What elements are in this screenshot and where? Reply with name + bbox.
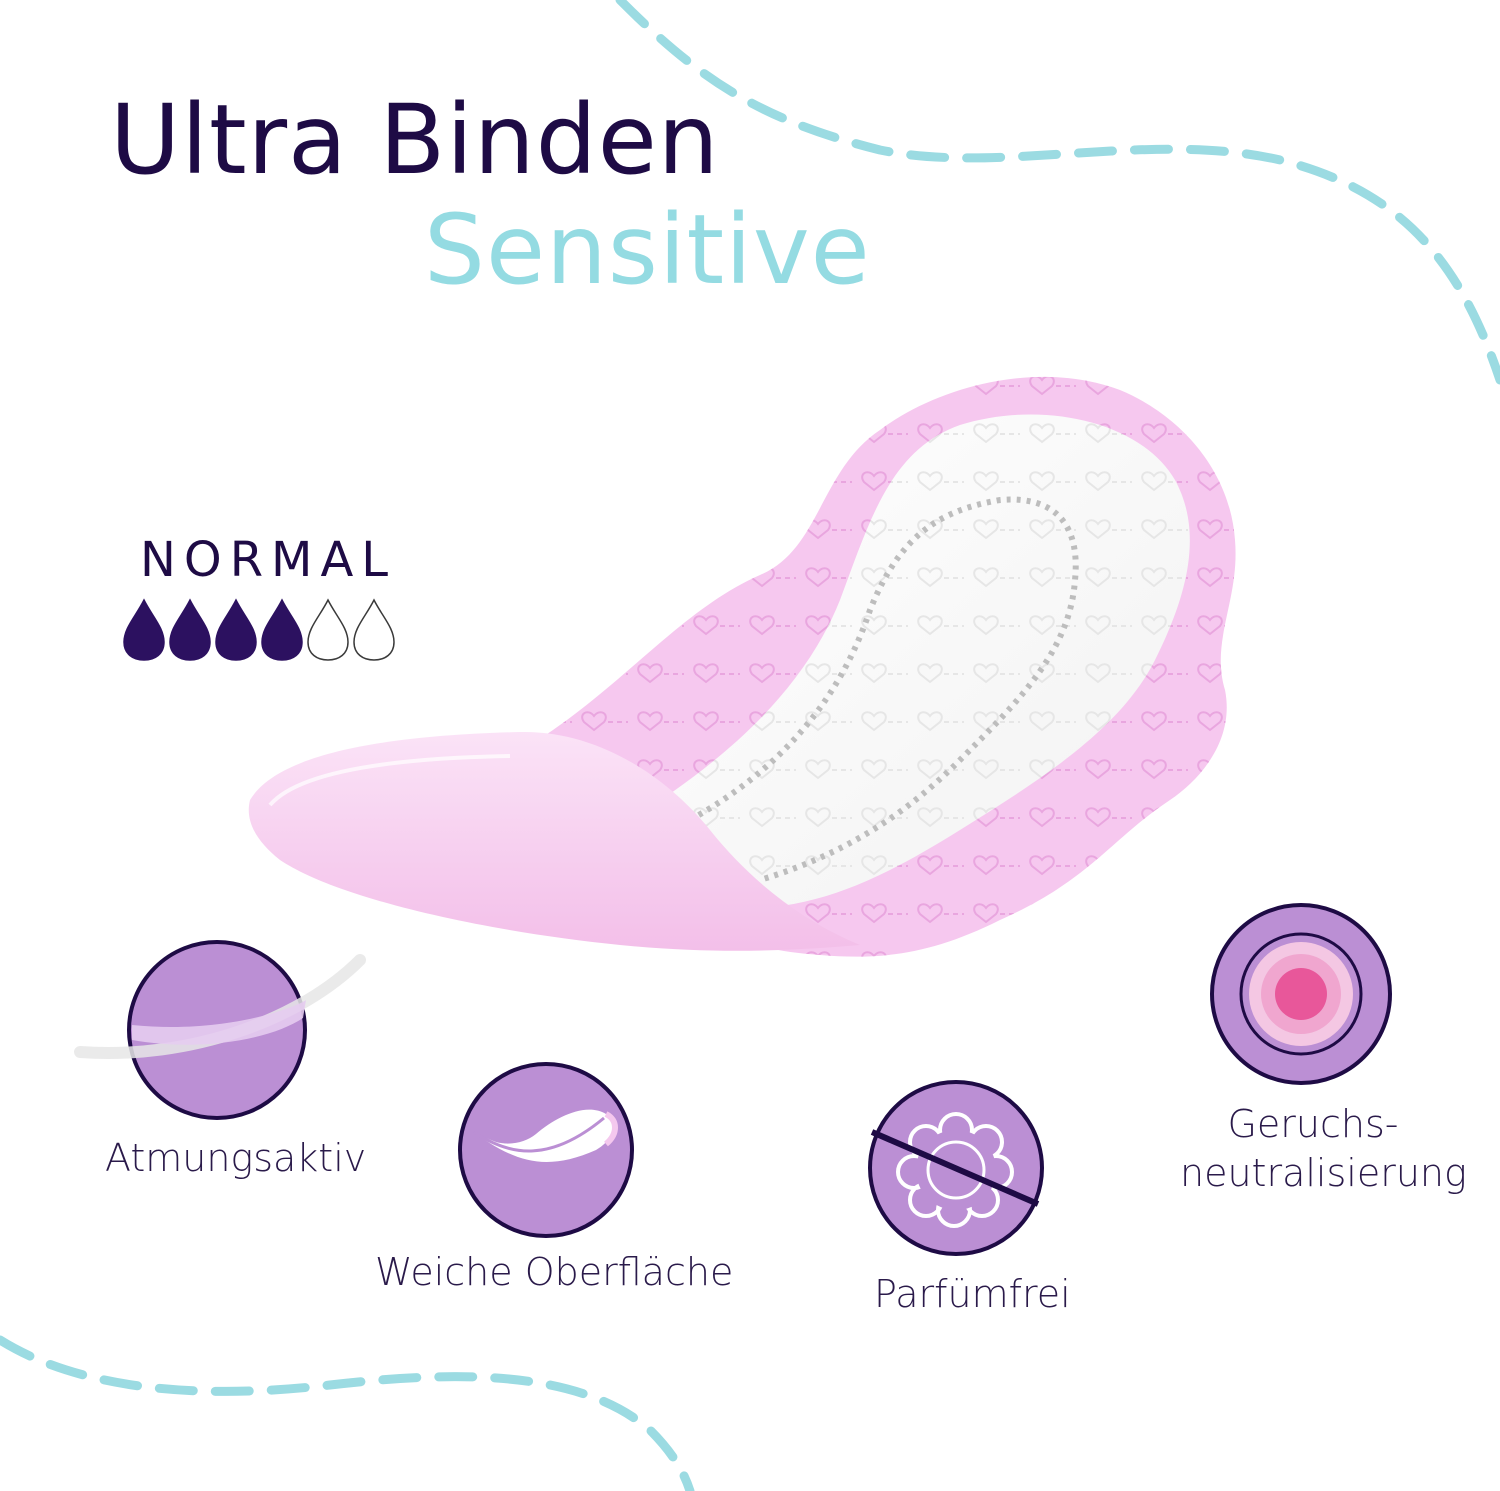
feature-breathable xyxy=(70,940,370,1125)
feather-icon xyxy=(458,1062,634,1238)
feature-label-perfume-free: Parfümfrei xyxy=(874,1272,1071,1316)
feature-soft-surface xyxy=(456,1062,636,1242)
feature-label-odor-line2: neutralisierung xyxy=(1180,1151,1467,1196)
feature-perfume-free xyxy=(866,1080,1046,1260)
breathable-icon xyxy=(74,940,366,1120)
product-subtitle: Sensitive xyxy=(424,194,871,306)
absorbency-drops-rating xyxy=(123,598,395,661)
feature-label-odor-neutralizing: Geruchs- neutralisierung xyxy=(1180,1100,1467,1199)
absorbency-label: NORMAL xyxy=(140,532,397,588)
feature-label-breathable: Atmungsaktiv xyxy=(105,1136,367,1180)
no-perfume-flower-icon xyxy=(868,1080,1044,1256)
feature-label-odor-line1: Geruchs- xyxy=(1227,1102,1399,1146)
pad-illustration xyxy=(248,376,1236,957)
odor-neutralizing-rings-icon xyxy=(1210,903,1392,1085)
drop-filled-icon xyxy=(261,598,303,661)
product-title: Ultra Binden xyxy=(110,84,720,196)
drop-empty-icon xyxy=(307,598,349,661)
drop-empty-icon xyxy=(353,598,395,661)
drop-filled-icon xyxy=(169,598,211,661)
drop-filled-icon xyxy=(215,598,257,661)
feature-odor-neutralizing xyxy=(1208,902,1394,1088)
feature-label-soft-surface: Weiche Oberfläche xyxy=(375,1250,734,1294)
drop-filled-icon xyxy=(123,598,165,661)
